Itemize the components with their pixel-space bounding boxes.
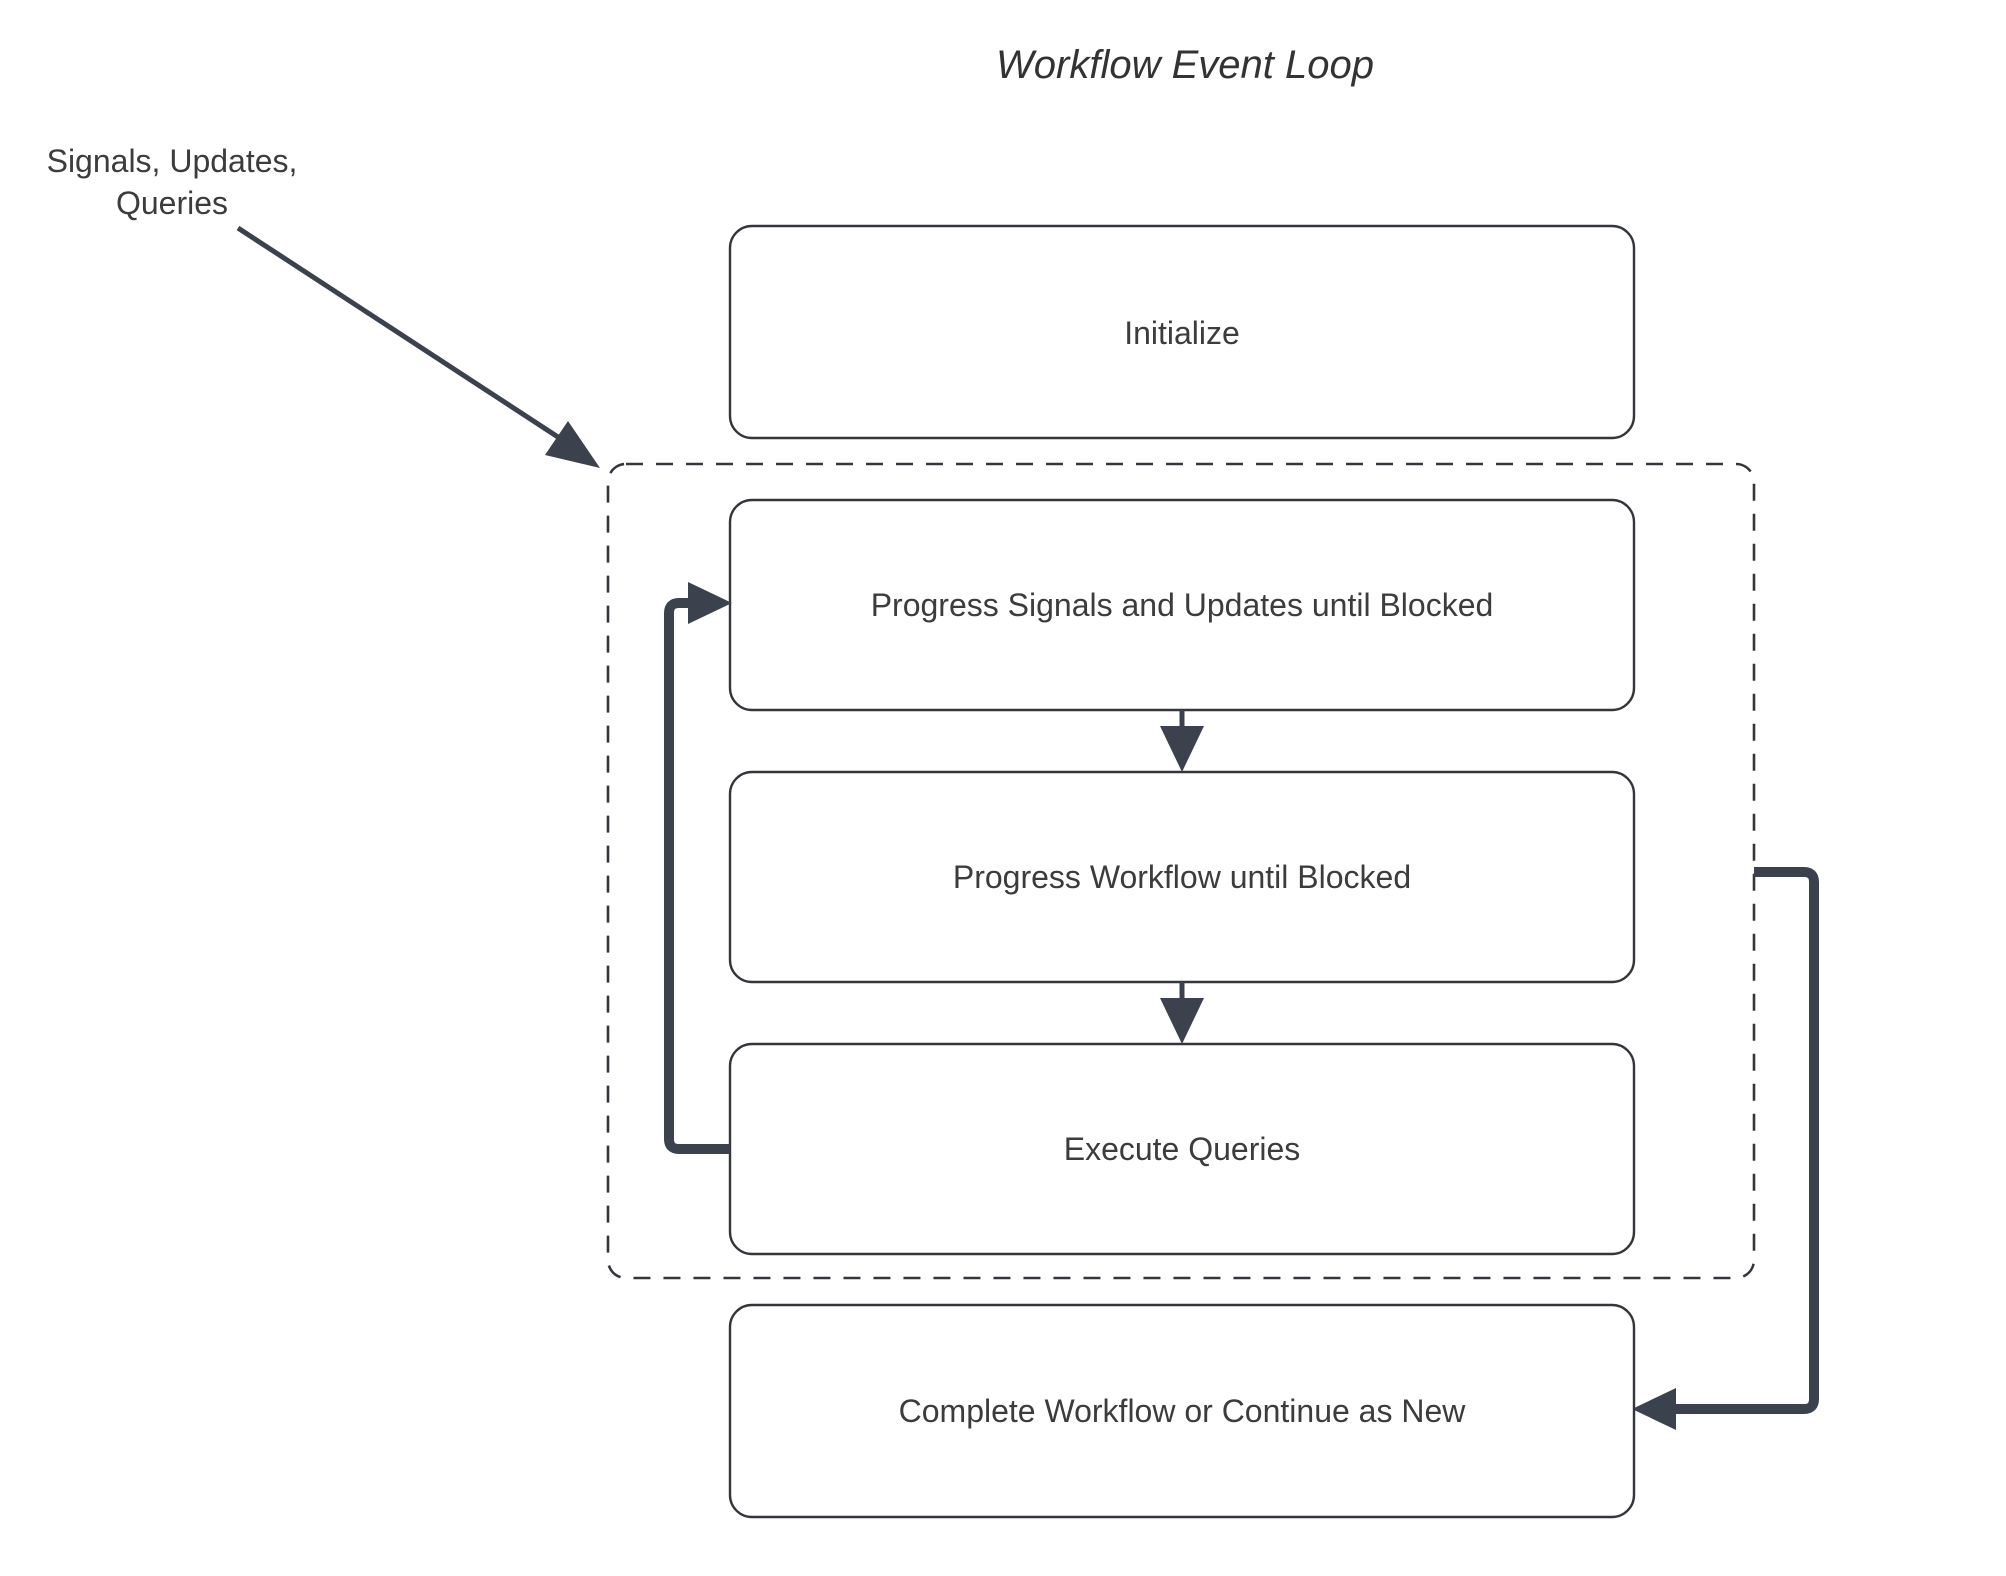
event-loop-group-border [606,462,1756,1280]
node-progress-signals-label: Progress Signals and Updates until Block… [871,587,1494,623]
node-complete-workflow-label: Complete Workflow or Continue as New [899,1393,1467,1429]
node-progress-signals[interactable]: Progress Signals and Updates until Block… [728,498,1636,712]
external-input-label-line1: Signals, Updates, [47,143,298,179]
edge-signals-to-workflow-arrow [1160,710,1204,772]
node-initialize[interactable]: Initialize [728,224,1636,440]
edge-group-to-complete-arrow [1632,867,1819,1430]
node-initialize-label: Initialize [1124,315,1240,351]
node-progress-workflow[interactable]: Progress Workflow until Blocked [728,770,1636,984]
node-complete-workflow[interactable]: Complete Workflow or Continue as New [728,1303,1636,1519]
node-execute-queries-label: Execute Queries [1064,1131,1301,1167]
edge-queries-loopback-arrow [664,582,732,1154]
external-input-arrow [236,225,600,468]
external-input-label-line2: Queries [116,185,228,221]
edge-workflow-to-queries-arrow [1160,982,1204,1044]
node-complete-workflow-box [728,1303,1636,1519]
node-execute-queries[interactable]: Execute Queries [728,1042,1636,1256]
page-title: Workflow Event Loop [996,43,1374,87]
node-initialize-box [728,224,1636,440]
node-progress-workflow-label: Progress Workflow until Blocked [953,859,1411,895]
